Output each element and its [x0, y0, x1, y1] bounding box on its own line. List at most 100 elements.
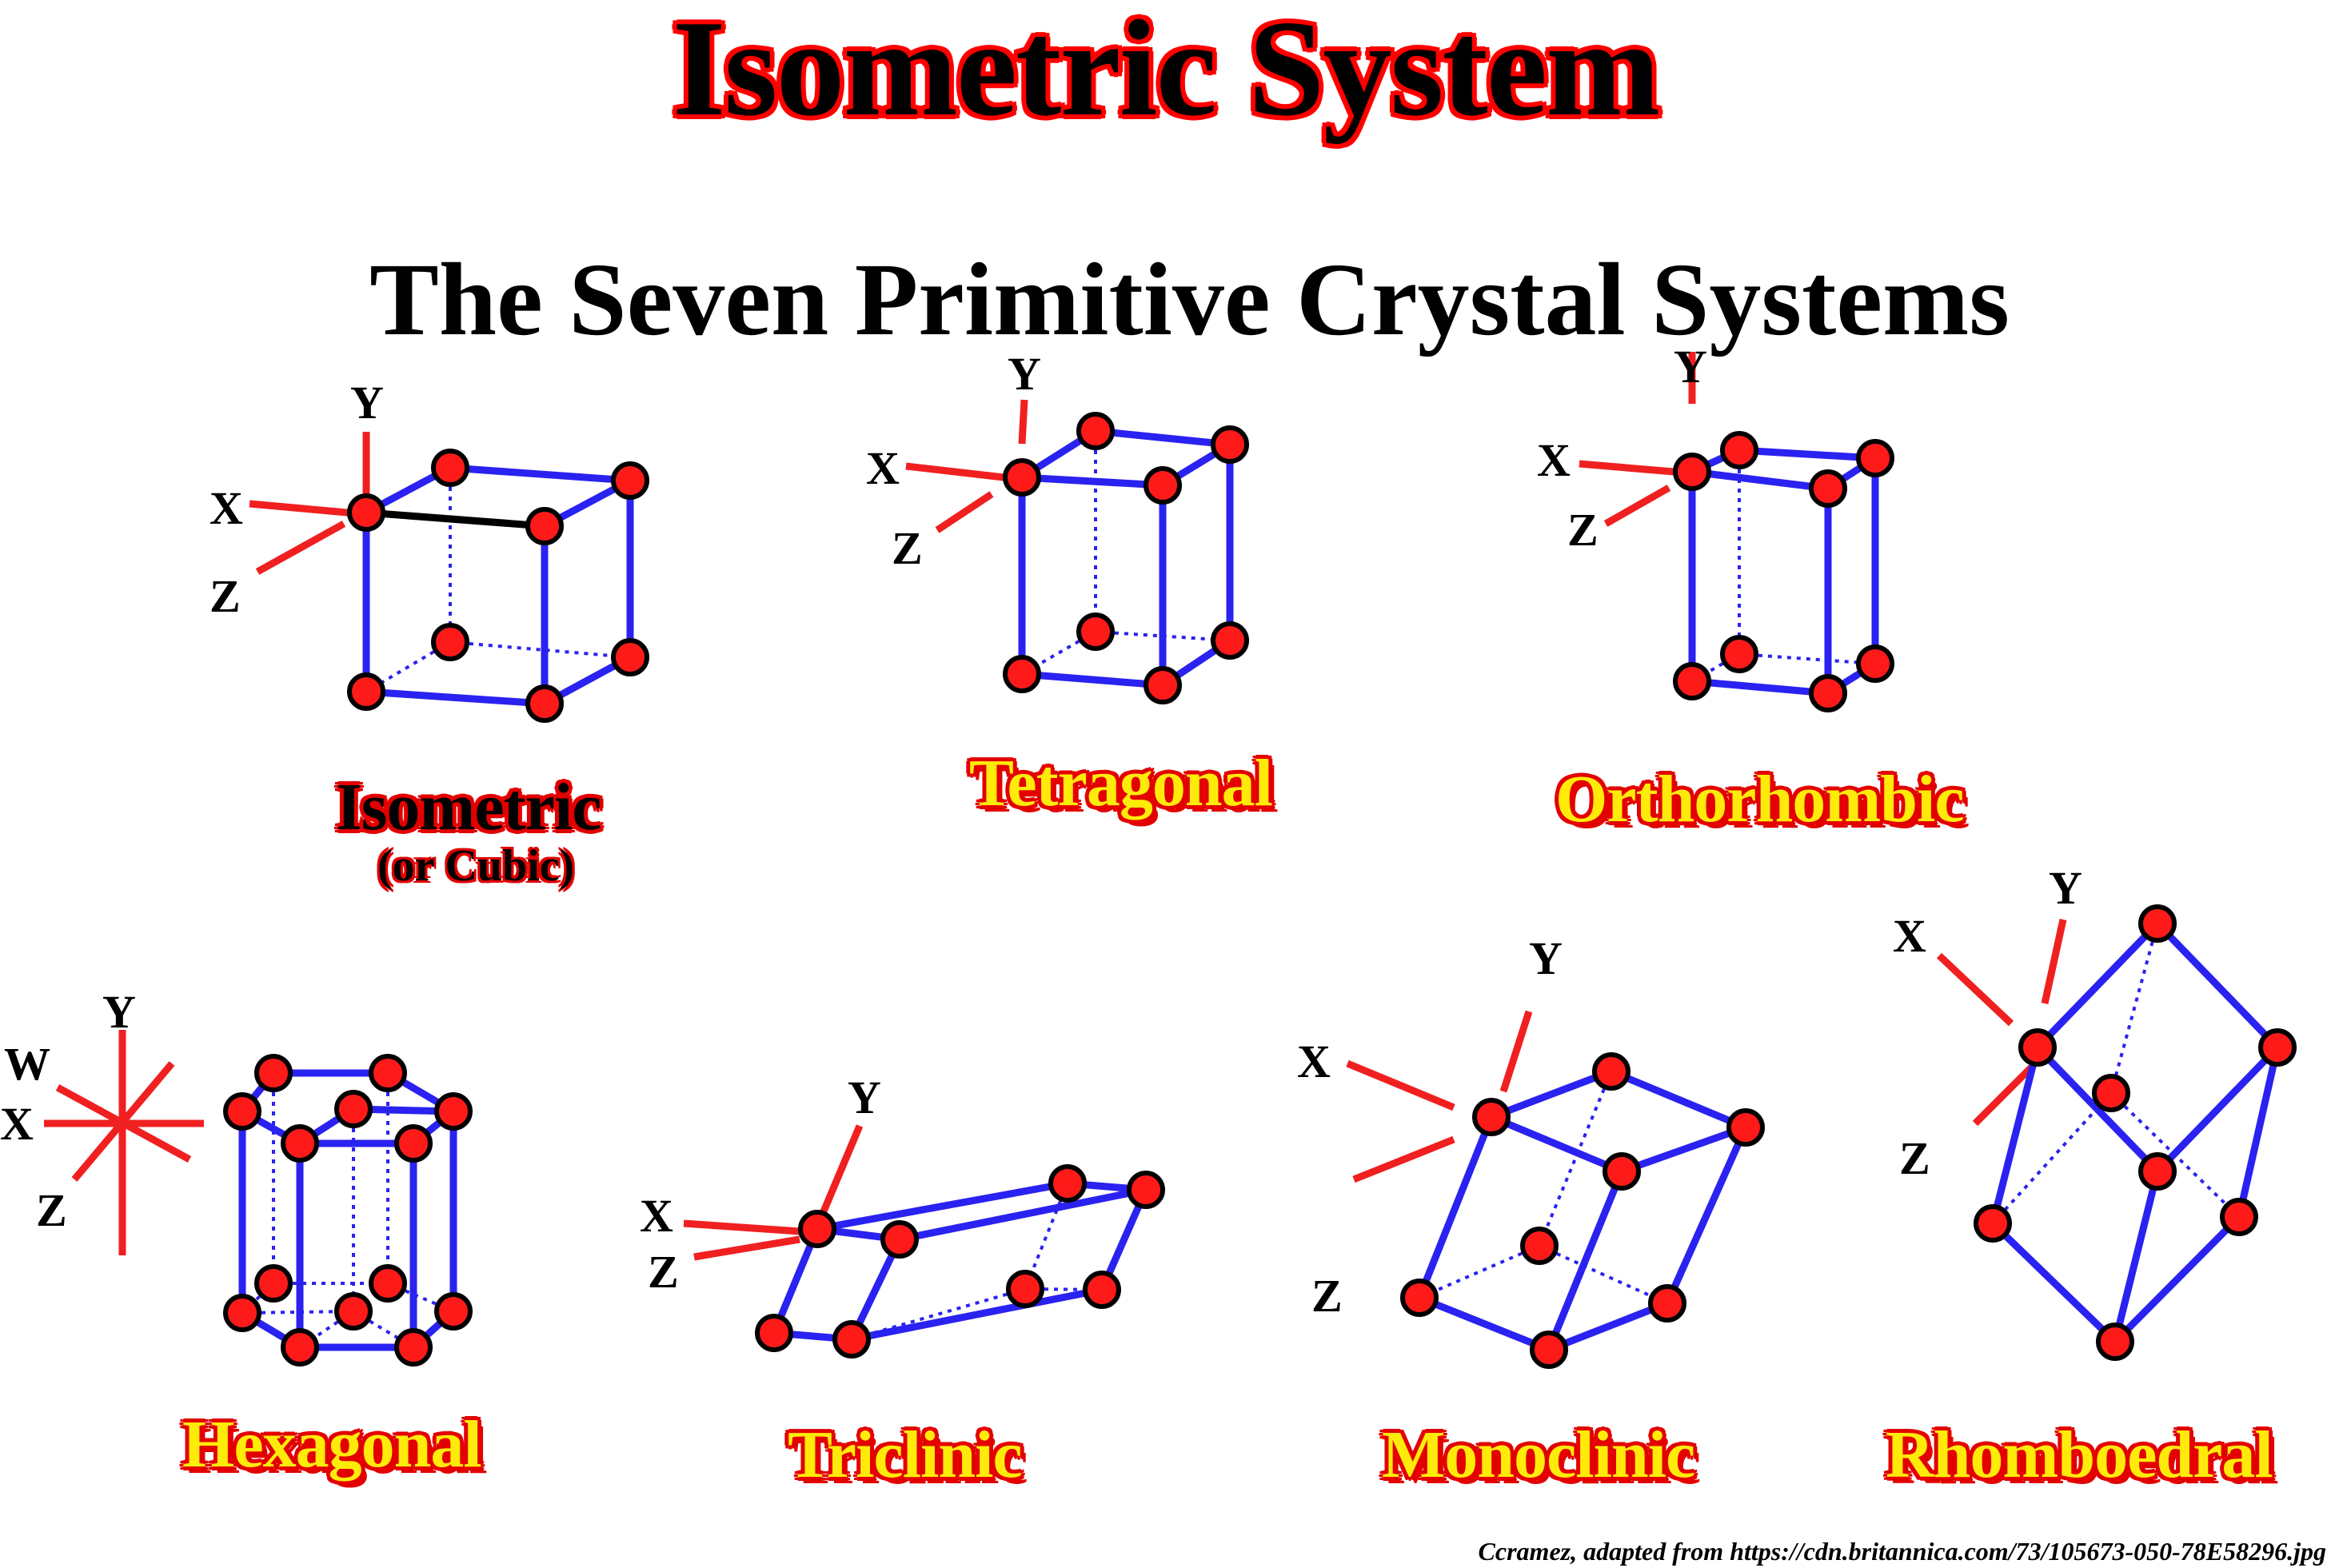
atom — [1003, 655, 1041, 693]
atom — [1726, 1108, 1765, 1147]
atom — [1127, 1171, 1165, 1209]
atom — [1520, 1227, 1559, 1265]
system-label-monoclinic: Monoclinic — [1382, 1418, 1695, 1492]
triclinic-edges — [770, 1179, 1150, 1343]
axis-label: Y — [848, 1071, 881, 1123]
atom — [1809, 674, 1847, 712]
atom — [1673, 453, 1711, 491]
atom — [1144, 466, 1182, 505]
atom — [254, 1264, 293, 1303]
monoclinic-edges — [1415, 1067, 1750, 1354]
atom — [1472, 1098, 1511, 1136]
axis-label: X — [1297, 1035, 1331, 1087]
axis-label: Y — [1674, 341, 1707, 393]
atom — [347, 493, 385, 532]
axis-label: X — [1893, 910, 1926, 962]
atom — [334, 1292, 373, 1331]
atom — [1856, 644, 1894, 683]
rhomboedral-atoms — [1974, 904, 2297, 1361]
triclinic-lattice: Y X Z — [640, 1071, 1165, 1359]
atom — [880, 1220, 919, 1259]
atom — [1211, 425, 1249, 464]
atom — [1076, 412, 1115, 450]
tetragonal-edges — [1018, 427, 1234, 689]
axis-label: Y — [2049, 862, 2082, 914]
axis-label: W — [4, 1038, 50, 1090]
atom — [1673, 662, 1711, 700]
axis-label: Z — [1311, 1270, 1343, 1322]
system-label-hexagonal: Hexagonal — [182, 1407, 482, 1482]
atom — [1003, 458, 1041, 497]
atom — [611, 638, 649, 676]
atom — [2092, 1074, 2130, 1112]
atom — [1603, 1152, 1641, 1191]
rhomboedral-edges — [1989, 920, 2281, 1346]
axis-label: Z — [36, 1184, 67, 1236]
axis-label: Z — [210, 570, 241, 622]
atom — [254, 1054, 293, 1092]
atom — [1856, 439, 1894, 477]
tetragonal-atoms — [1003, 412, 1249, 704]
axis-label: X — [1537, 434, 1571, 486]
rhomboedral-axes — [1936, 919, 2067, 1127]
atom — [434, 1092, 473, 1131]
atom — [525, 684, 564, 723]
atom — [223, 1294, 261, 1332]
atom — [2018, 1028, 2057, 1067]
atom — [1648, 1284, 1686, 1323]
isometric-highlight-edge — [365, 509, 545, 530]
monoclinic-axes — [1346, 1010, 1533, 1183]
isometric-atoms — [347, 449, 649, 723]
axis-label: Y — [102, 986, 136, 1038]
orthorhombic-axes: Y X Z — [1537, 341, 1707, 556]
source-credit: Ccramez, adapted from https://cdn.britan… — [1478, 1537, 2326, 1566]
atom — [369, 1264, 407, 1303]
tetragonal-lattice: Y X Z — [866, 348, 1249, 704]
atom — [1400, 1279, 1439, 1317]
triclinic-axes — [683, 1124, 864, 1261]
axis-label: X — [640, 1190, 673, 1242]
atom — [1809, 469, 1847, 508]
atom — [2096, 1323, 2134, 1361]
axis-label: Y — [350, 377, 384, 429]
system-label-isometric: Isometric — [336, 770, 602, 844]
atom — [1720, 431, 1758, 469]
system-label-tetragonal: Tetragonal — [969, 746, 1273, 820]
system-label-orthorhombic: Orthorhombic — [1555, 762, 1965, 836]
tetragonal-axes: Y X Z — [866, 348, 1041, 574]
atom — [1144, 666, 1182, 704]
isometric-lattice: Y X Z — [210, 377, 649, 723]
atom — [832, 1320, 871, 1359]
monoclinic-lattice: Y X Z — [1297, 932, 1765, 1369]
atom — [394, 1328, 433, 1367]
monoclinic-hidden-edges — [1419, 1071, 1668, 1305]
system-sublabel-isometric: (or Cubic) — [377, 841, 575, 891]
atom — [2258, 1028, 2297, 1067]
atom — [755, 1314, 793, 1352]
atom — [347, 672, 385, 711]
atom — [1083, 1271, 1121, 1309]
atom — [431, 449, 469, 487]
atom — [334, 1090, 373, 1128]
atom — [281, 1124, 319, 1163]
orthorhombic-hidden-edges — [1691, 450, 1876, 683]
atom — [1530, 1331, 1568, 1369]
atom — [369, 1054, 407, 1092]
orthorhombic-lattice: Y X Z — [1537, 341, 1894, 712]
axis-label: Z — [1567, 504, 1599, 556]
atom — [611, 461, 649, 500]
isometric-axes: Y X Z — [210, 377, 384, 622]
triclinic-atoms — [755, 1164, 1165, 1359]
page-subtitle: The Seven Primitive Crystal Systems — [369, 242, 2010, 357]
atom — [798, 1210, 836, 1248]
atom — [2220, 1198, 2258, 1236]
axis-label: Z — [648, 1246, 679, 1298]
atom — [1048, 1164, 1087, 1203]
axis-label: Y — [1008, 348, 1041, 400]
axis-label: X — [210, 482, 243, 534]
page-title: Isometric System — [672, 0, 1661, 145]
atom — [431, 623, 469, 661]
orthorhombic-edges — [1688, 446, 1879, 697]
atom — [2138, 1152, 2177, 1191]
hexagonal-lattice: Y W X Z — [0, 986, 473, 1367]
